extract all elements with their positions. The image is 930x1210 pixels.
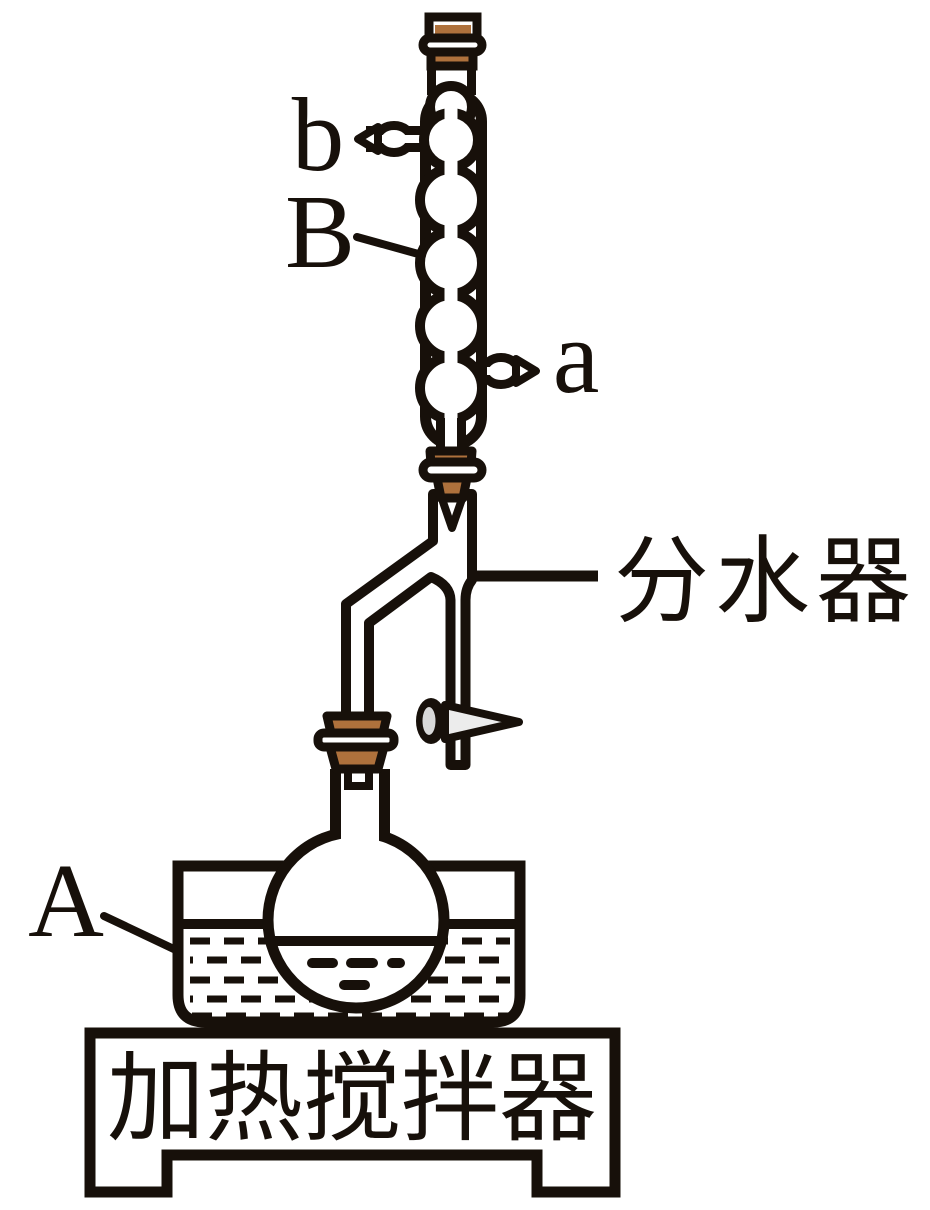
condenser-leader-line [353, 233, 426, 259]
stopcock [416, 698, 523, 744]
condenser-label: B [285, 173, 355, 290]
bath-label: A [28, 842, 104, 959]
heating-stirrer: 加热搅拌器 [84, 1027, 621, 1198]
stirrer-housing [84, 1027, 621, 1198]
port-a-tip [512, 355, 540, 387]
stopcock-knob-face [422, 707, 436, 735]
condenser-tube-tip [438, 495, 466, 532]
cork-joint-middle [418, 446, 487, 503]
allihn-condenser [354, 12, 540, 456]
port-b-tip [354, 123, 382, 155]
separator-body [341, 489, 477, 770]
water-separator [341, 489, 523, 770]
stopcock-plug [441, 701, 523, 743]
cork-joint-top [418, 12, 487, 71]
cork-lower [325, 742, 389, 774]
separator-label: 分水器 [614, 529, 917, 635]
port-a-label: a [553, 298, 600, 415]
bath-leader-line [100, 912, 182, 955]
cork-joint-flask [313, 711, 399, 774]
port-b-label: b [292, 76, 345, 193]
flask-liquid-dashes [307, 958, 405, 990]
delivery-tube-tip [344, 764, 373, 790]
round-bottom-flask [262, 762, 450, 1014]
stirrer-label: 加热搅拌器 [107, 1046, 597, 1154]
